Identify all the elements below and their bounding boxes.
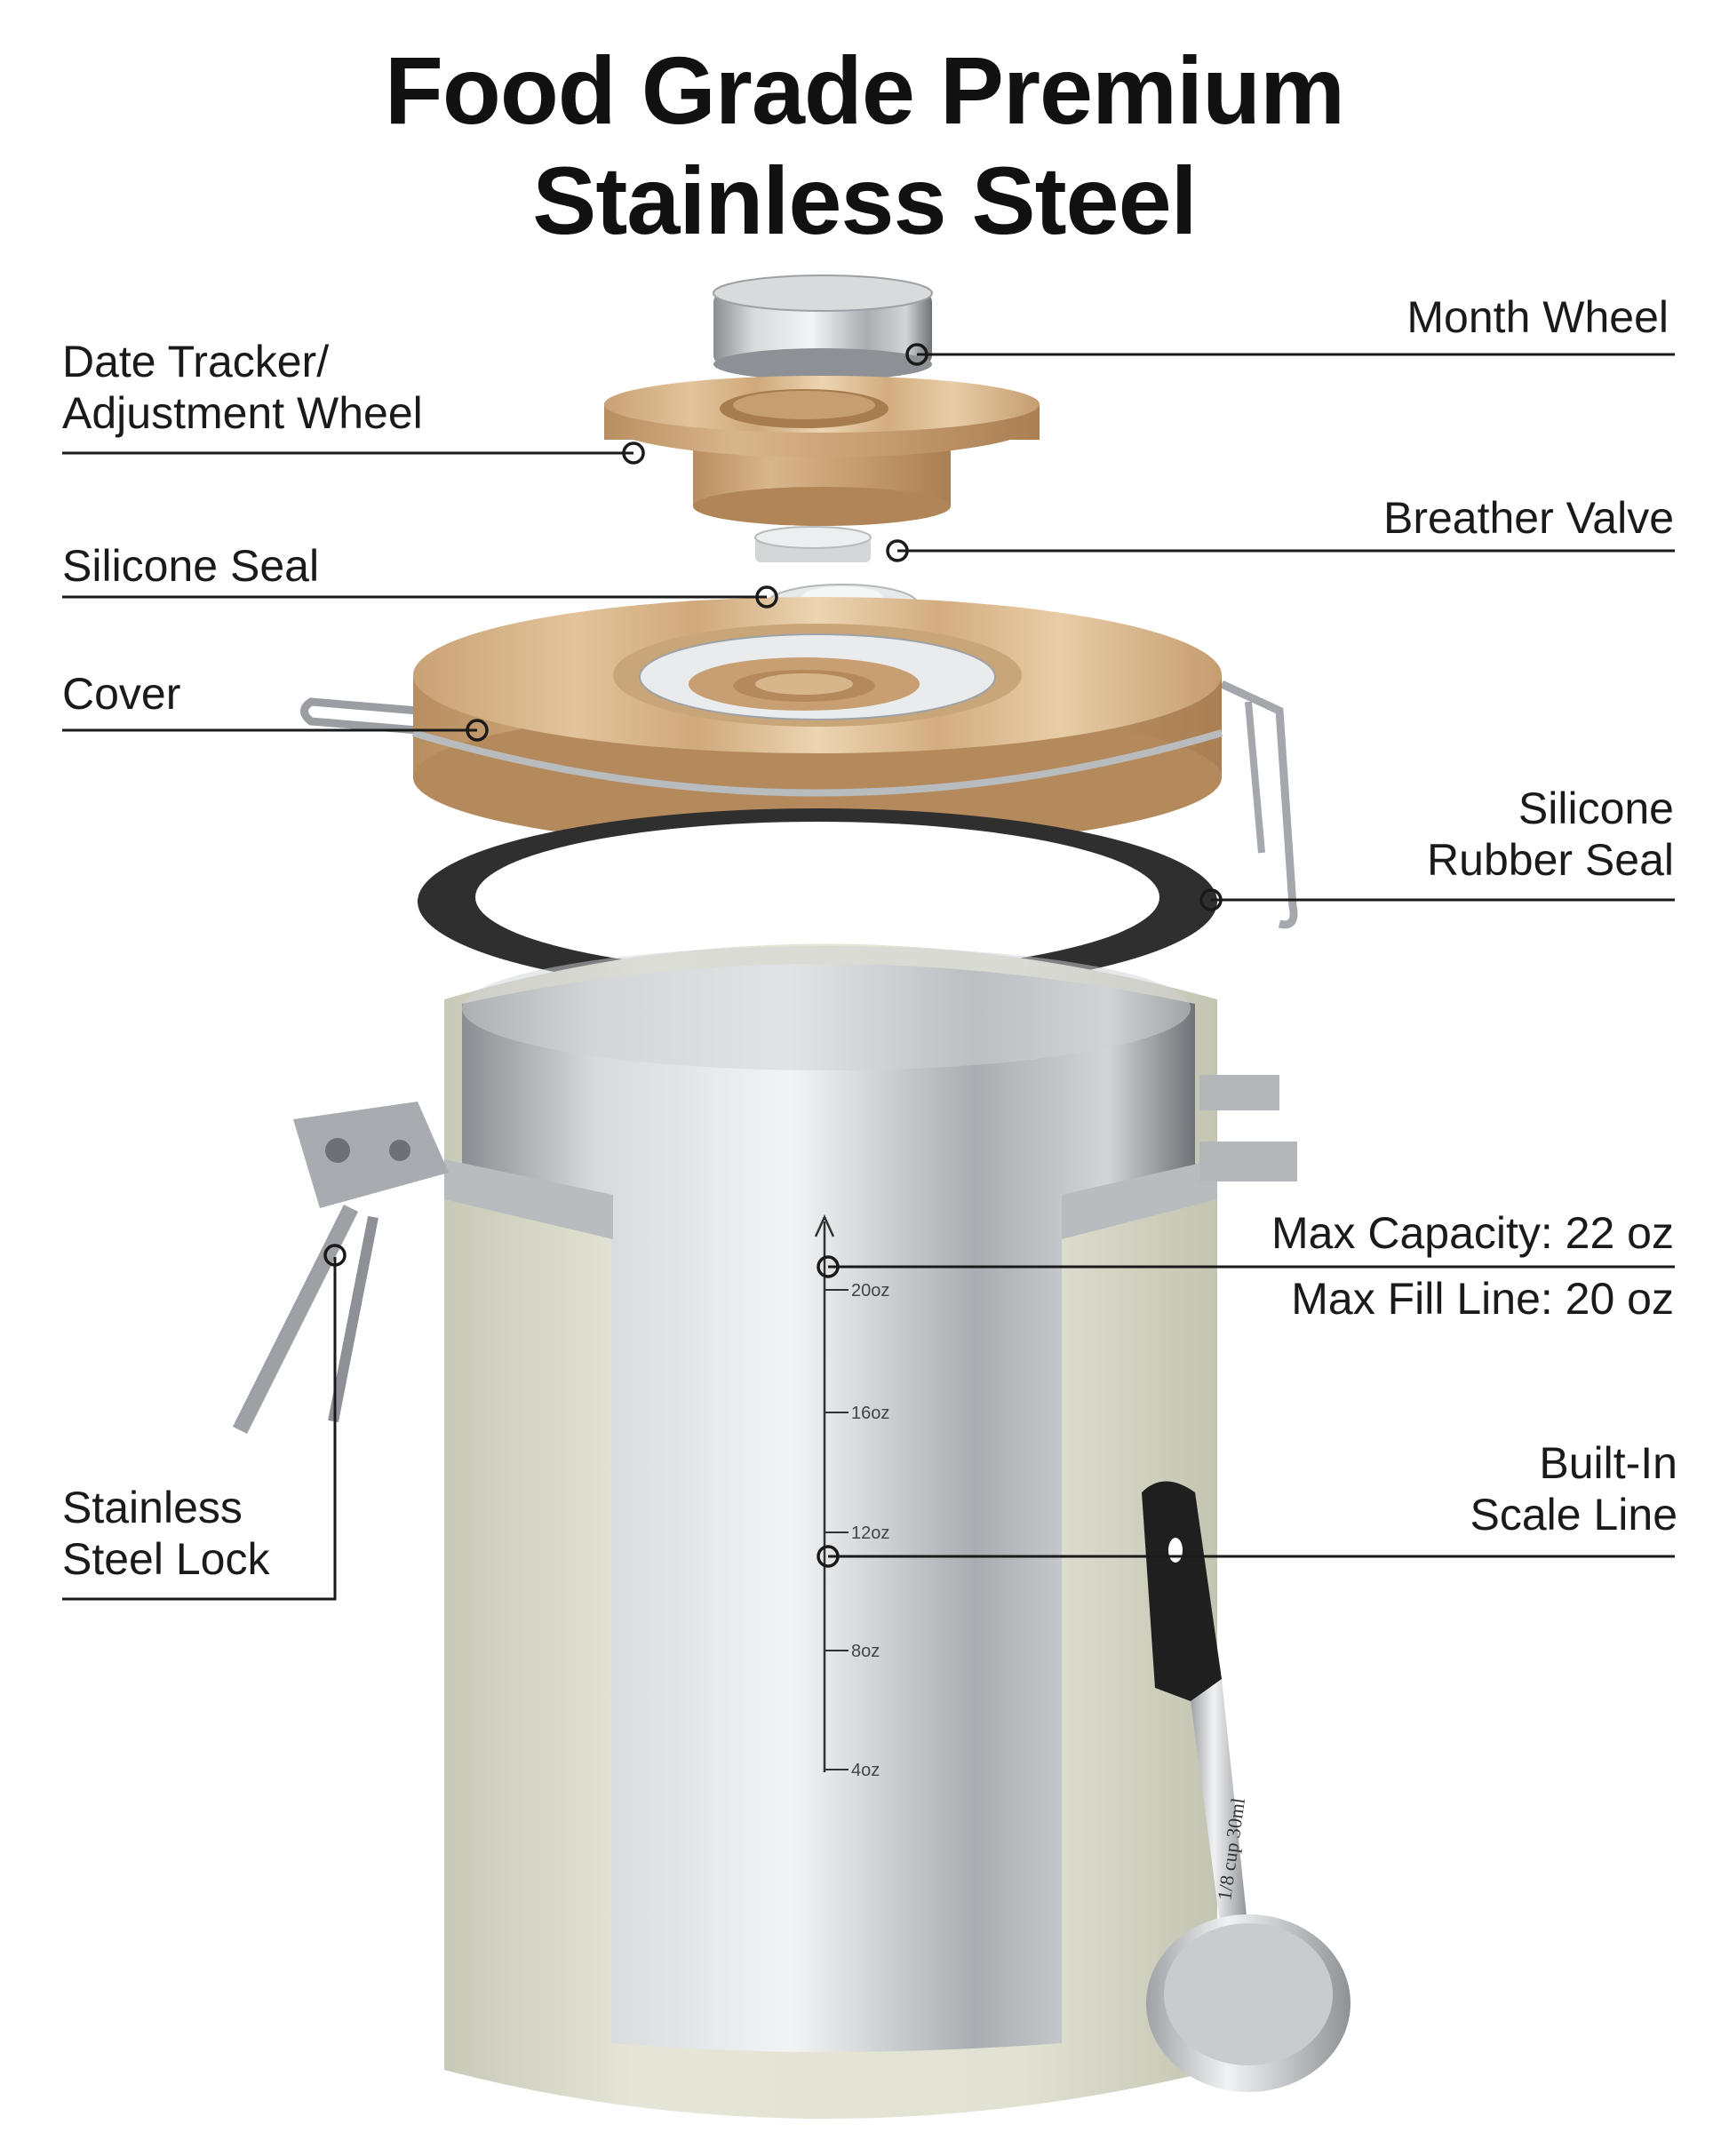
scale-line: 20oz 16oz 12oz 8oz 4oz (814, 1213, 889, 1780)
label-date-tracker-line2: Adjustment Wheel (62, 388, 423, 438)
label-built-in-scale-line1: Built-In (1539, 1438, 1677, 1488)
label-cover: Cover (62, 669, 181, 719)
label-date-tracker: Date Tracker/ Adjustment Wheel (62, 336, 423, 439)
marker-breather-valve (886, 539, 909, 562)
marker-date-tracker (622, 442, 645, 465)
label-breather-valve: Breather Valve (1382, 493, 1674, 543)
scale-tick-4oz: 4oz (851, 1761, 880, 1780)
scale-tick-12oz: 12oz (851, 1524, 889, 1543)
measuring-scoop: 1/8 cup 30ml (1142, 1481, 1351, 2092)
cover-part (300, 597, 1298, 929)
page-title: Food Grade Premium Stainless Steel (0, 36, 1729, 256)
scale-tick-16oz: 16oz (851, 1404, 889, 1423)
marker-silicone-seal (755, 585, 778, 609)
scale-tick-20oz: 20oz (851, 1281, 889, 1301)
label-rubber-seal-line2: Rubber Seal (1427, 835, 1674, 885)
scale-tick-8oz: 8oz (851, 1642, 880, 1661)
label-max-fill-line: Max Fill Line: 20 oz (1291, 1274, 1674, 1324)
label-silicone-seal: Silicone Seal (62, 541, 320, 591)
marker-max-capacity (817, 1255, 840, 1278)
label-rubber-seal-line1: Silicone (1518, 784, 1674, 833)
title-line-2: Stainless Steel (532, 147, 1197, 254)
month-wheel-part (713, 274, 933, 380)
leader-steel-lock (62, 1257, 337, 1601)
marker-scale-line (817, 1545, 840, 1568)
marker-steel-lock (323, 1244, 347, 1267)
marker-rubber-seal (1199, 888, 1223, 911)
marker-cover (466, 719, 489, 742)
label-steel-lock: Stainless Steel Lock (62, 1482, 269, 1585)
label-max-capacity: Max Capacity: 22 oz (1271, 1208, 1674, 1258)
marker-month-wheel (905, 343, 928, 366)
label-steel-lock-line2: Steel Lock (62, 1534, 270, 1584)
label-month-wheel: Month Wheel (1406, 292, 1669, 342)
label-steel-lock-line1: Stainless (62, 1483, 243, 1532)
date-tracker-part (604, 376, 1040, 526)
rubber-gasket-part (418, 808, 1217, 995)
label-rubber-seal: Silicone Rubber Seal (1427, 783, 1674, 886)
label-date-tracker-line1: Date Tracker/ (62, 337, 330, 386)
title-line-1: Food Grade Premium (384, 36, 1345, 144)
canister-body (232, 943, 1297, 2119)
label-built-in-scale-line2: Scale Line (1470, 1490, 1678, 1539)
label-built-in-scale: Built-In Scale Line (1470, 1437, 1678, 1540)
breather-valve-part (754, 526, 872, 562)
